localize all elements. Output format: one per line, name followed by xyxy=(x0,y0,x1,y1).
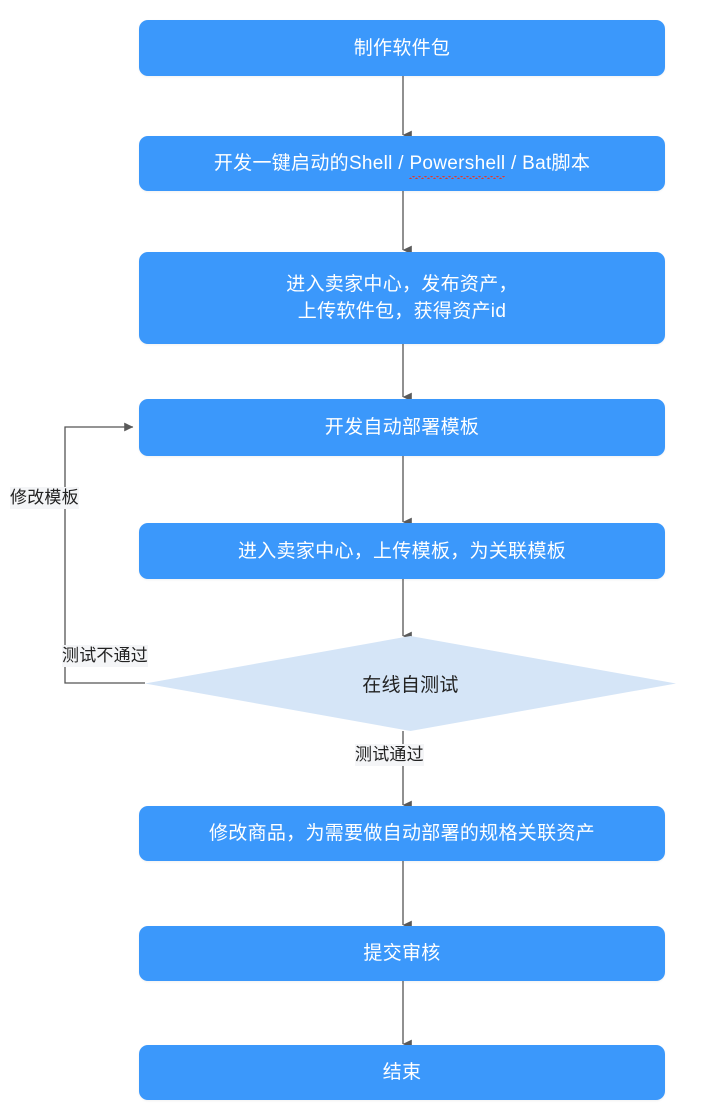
edge-label-test-failed: 测试不通过 xyxy=(62,645,148,667)
node-end[interactable]: 结束 xyxy=(139,1045,665,1100)
node-online-self-test[interactable]: 在线自测试 xyxy=(145,636,676,731)
node-label-suffix: / Bat脚本 xyxy=(505,153,591,174)
node-seller-center-publish-asset[interactable]: 进入卖家中心，发布资产， 上传软件包，获得资产id xyxy=(139,252,665,344)
node-modify-product-link-asset[interactable]: 修改商品，为需要做自动部署的规格关联资产 xyxy=(139,806,665,861)
diamond-shape xyxy=(145,636,676,731)
spellcheck-underline-powershell: Powershell xyxy=(409,150,506,179)
node-develop-startup-script[interactable]: 开发一键启动的Shell / Powershell / Bat脚本 xyxy=(139,136,665,191)
node-label: 开发自动部署模板 xyxy=(324,417,480,438)
edge-label-modify-template: 修改模板 xyxy=(10,487,79,509)
node-label: 修改商品，为需要做自动部署的规格关联资产 xyxy=(208,823,595,844)
node-label: 结束 xyxy=(382,1062,422,1083)
node-submit-review[interactable]: 提交审核 xyxy=(139,926,665,981)
node-label: 进入卖家中心，上传模板，为关联模板 xyxy=(237,540,567,562)
node-label-prefix: 开发一键启动的Shell / xyxy=(213,153,410,174)
node-label: 提交审核 xyxy=(363,943,441,964)
node-label: 在线自测试 xyxy=(362,675,459,696)
node-label: 开发一键启动的Shell / Powershell / Bat脚本 xyxy=(213,150,591,179)
node-label: 进入卖家中心，发布资产， 上传软件包，获得资产id xyxy=(286,274,518,322)
node-make-package[interactable]: 制作软件包 xyxy=(139,20,665,76)
edge-label-test-passed: 测试通过 xyxy=(355,744,424,766)
node-seller-center-upload-template[interactable]: 进入卖家中心，上传模板，为关联模板 xyxy=(139,523,665,579)
node-label: 制作软件包 xyxy=(353,37,451,59)
node-develop-deploy-template[interactable]: 开发自动部署模板 xyxy=(139,399,665,456)
